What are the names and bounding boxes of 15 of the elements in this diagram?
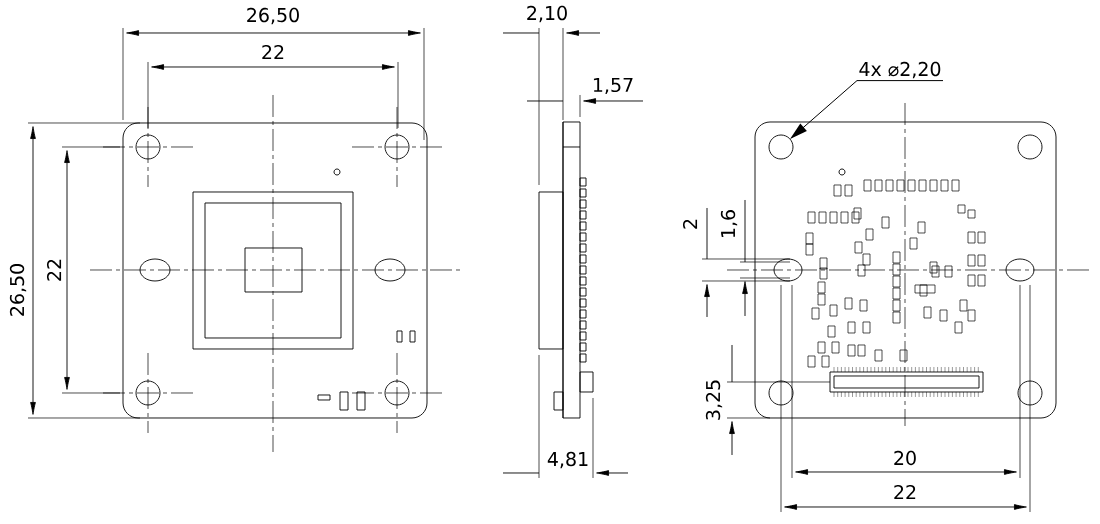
dimension-label: 1,6 xyxy=(720,210,738,237)
dimension-label: 22 xyxy=(262,44,284,60)
dimension-label: 20 xyxy=(894,450,916,466)
dimension-label: 22 xyxy=(894,484,916,500)
dimension-label: 26,50 xyxy=(247,7,299,25)
callout-label: 4x ⌀2,20 xyxy=(859,61,941,79)
mounting-hole xyxy=(768,134,794,160)
dimension-label: 26,50 xyxy=(9,264,27,316)
dimension-label: 3,25 xyxy=(705,380,723,420)
dimension-label: 1,57 xyxy=(593,77,633,95)
dimension-label: 4,81 xyxy=(547,451,588,469)
dimension-label: 2,10 xyxy=(527,5,567,23)
leader-line xyxy=(790,80,944,140)
dimension-label: 22 xyxy=(46,259,62,281)
dimension-label: 2 xyxy=(682,219,698,229)
